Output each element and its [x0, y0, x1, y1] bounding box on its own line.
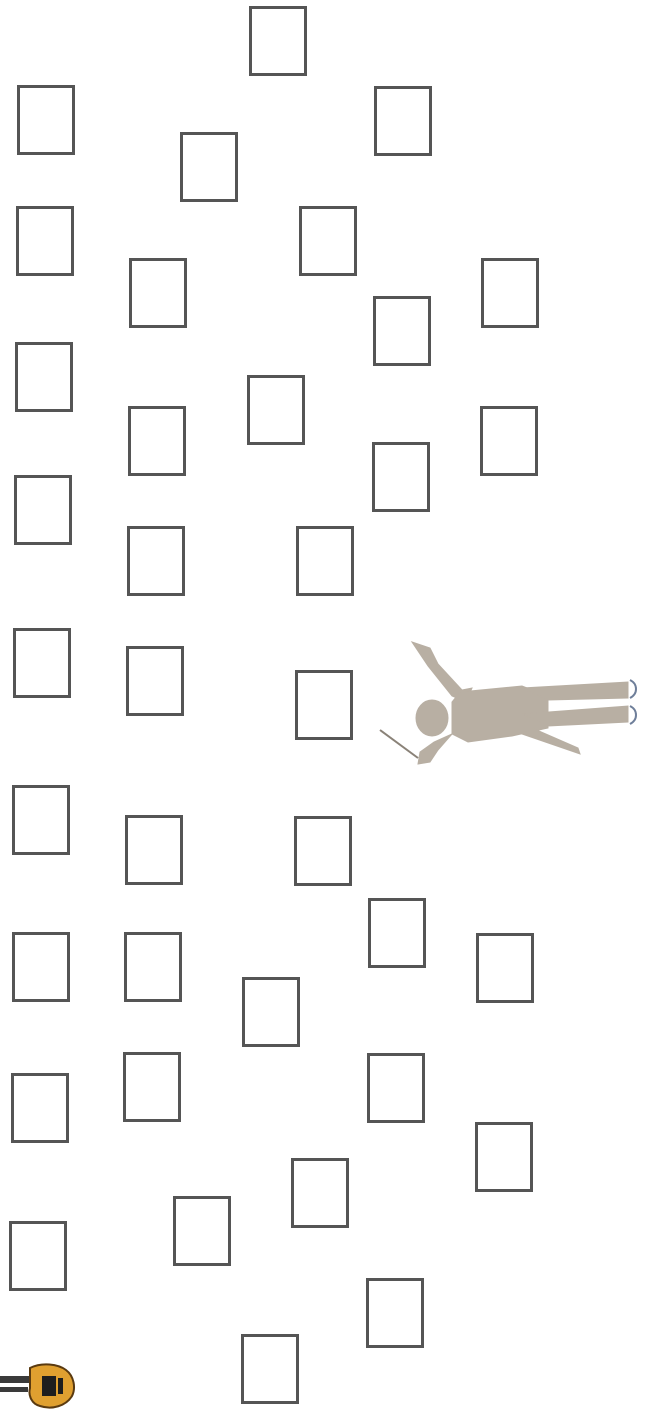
- seat-box: [481, 258, 539, 328]
- seat-box: [476, 933, 534, 1003]
- seat-box: [11, 1073, 69, 1143]
- seat-box: [15, 342, 73, 412]
- seat-box: [249, 6, 307, 76]
- seat-box: [247, 375, 305, 445]
- seat-box: [128, 406, 186, 476]
- seat-box: [17, 85, 75, 155]
- seat-box: [129, 258, 187, 328]
- electric-guitar-icon: [0, 1360, 80, 1412]
- seat-box: [299, 206, 357, 276]
- seat-box: [367, 1053, 425, 1123]
- seat-box: [124, 932, 182, 1002]
- seat-box: [295, 670, 353, 740]
- seat-box: [373, 296, 431, 366]
- seat-box: [374, 86, 432, 156]
- seat-box: [16, 206, 74, 276]
- seat-box: [241, 1334, 299, 1404]
- seat-box: [366, 1278, 424, 1348]
- seat-box: [12, 932, 70, 1002]
- seat-box: [294, 816, 352, 886]
- seat-box: [475, 1122, 533, 1192]
- seat-box: [368, 898, 426, 968]
- seat-box: [127, 526, 185, 596]
- seat-box: [9, 1221, 67, 1291]
- seat-box: [372, 442, 430, 512]
- seat-box: [14, 475, 72, 545]
- seat-box: [480, 406, 538, 476]
- seat-box: [180, 132, 238, 202]
- seat-box: [296, 526, 354, 596]
- seat-box: [125, 815, 183, 885]
- seat-box: [126, 646, 184, 716]
- seat-box: [13, 628, 71, 698]
- seat-box: [12, 785, 70, 855]
- seat-box: [123, 1052, 181, 1122]
- seat-box: [291, 1158, 349, 1228]
- seat-box: [173, 1196, 231, 1266]
- conductor-figure: [372, 630, 652, 780]
- seat-box: [242, 977, 300, 1047]
